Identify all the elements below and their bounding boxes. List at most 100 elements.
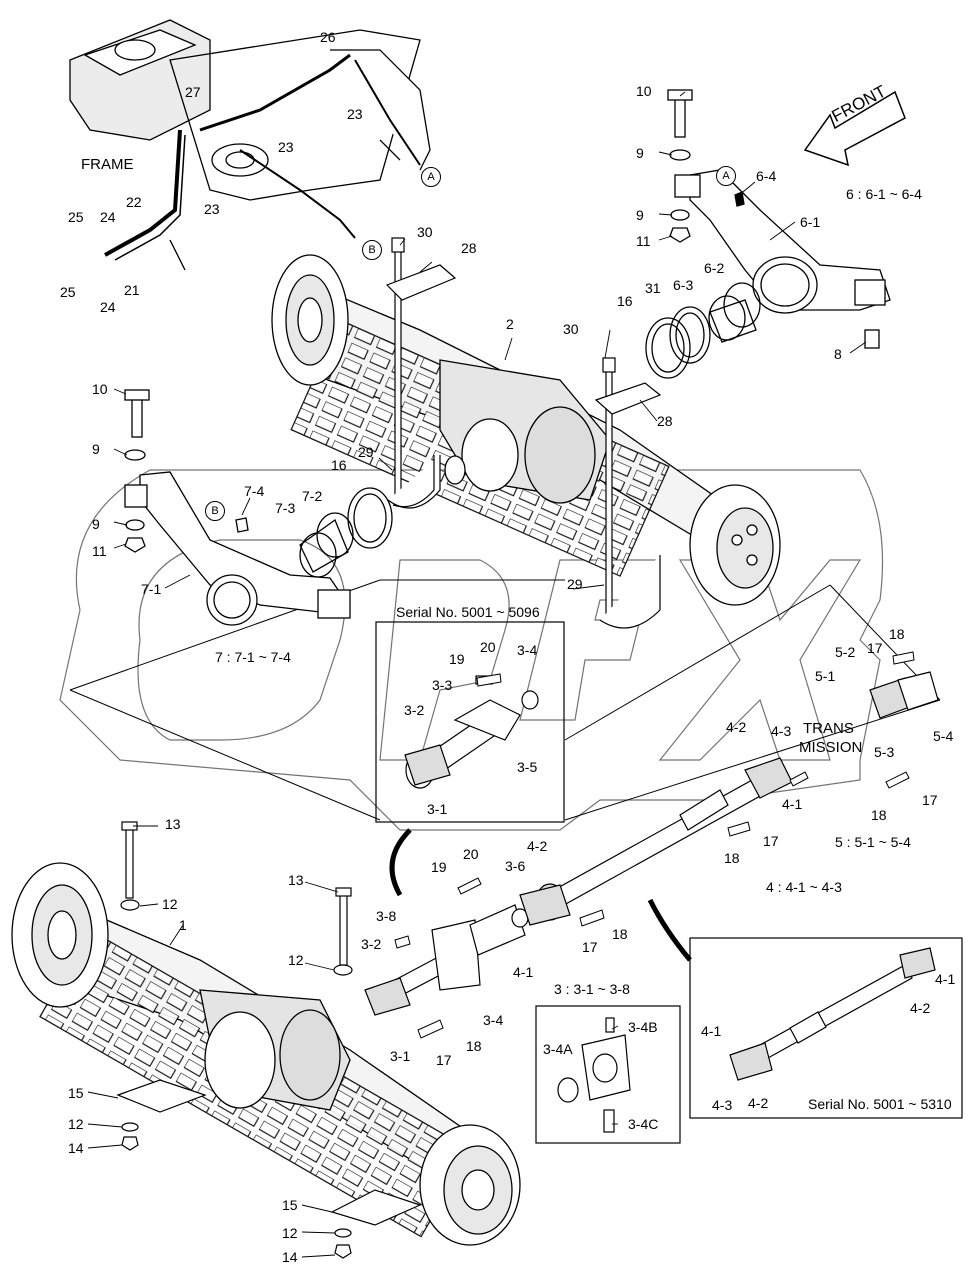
part-label: 5-2 <box>835 644 856 660</box>
bracket-7 <box>124 389 351 626</box>
bolts-lower <box>116 821 422 1259</box>
note-3: 3 : 3-1 ~ 3-8 <box>554 981 630 997</box>
part-label: 14 <box>282 1249 298 1265</box>
part-label: 11 <box>636 233 651 249</box>
part-label: 9 <box>636 145 644 161</box>
part-label: 4-3 <box>712 1097 733 1113</box>
trans-label-2: MISSION <box>799 739 863 756</box>
part-label: 27 <box>185 84 201 100</box>
part-label: 4-1 <box>701 1023 722 1039</box>
part-label: 9 <box>92 516 100 532</box>
part-label: 4-1 <box>513 964 534 980</box>
part-label: 3-8 <box>376 908 397 924</box>
part-label: 3-2 <box>361 936 382 952</box>
part-label: 6-3 <box>673 277 694 293</box>
part-label: 29 <box>567 576 583 592</box>
part-label: 3-6 <box>505 858 526 874</box>
part-label: 18 <box>612 926 628 942</box>
part-label: 3-1 <box>390 1048 411 1064</box>
part-label: 13 <box>288 872 304 888</box>
part-label: 4-2 <box>910 1000 931 1016</box>
part-label: 3-4A <box>543 1041 573 1057</box>
part-label: 4-1 <box>782 796 803 812</box>
frame-drawing <box>69 19 431 271</box>
part-label: 17 <box>582 939 598 955</box>
part-label: 19 <box>449 651 465 667</box>
part-label: 25 <box>68 209 84 225</box>
part-label: 20 <box>480 639 496 655</box>
part-label: 6-1 <box>800 214 821 230</box>
note-5: 5 : 5-1 ~ 5-4 <box>835 834 911 850</box>
ref-circle-b-frame: B <box>362 240 382 260</box>
ref-circle-b-bracket: B <box>205 501 225 521</box>
part-label: 15 <box>282 1197 298 1213</box>
part-label: 4-2 <box>748 1095 769 1111</box>
inset-shaft-4 <box>689 937 963 1119</box>
part-label: 12 <box>68 1116 84 1132</box>
u-bolts-upper <box>385 237 662 629</box>
part-label: 23 <box>347 106 363 122</box>
part-label: 23 <box>204 201 220 217</box>
part-label: 18 <box>871 807 887 823</box>
trans-label-1: TRANS <box>803 720 854 737</box>
label-leaders <box>87 91 867 1258</box>
part-label: 6-2 <box>704 260 725 276</box>
part-label: 9 <box>92 441 100 457</box>
part-label: 18 <box>724 850 740 866</box>
note-4: 4 : 4-1 ~ 4-3 <box>766 879 842 895</box>
part-label: 10 <box>636 83 652 99</box>
part-label: 20 <box>463 846 479 862</box>
part-label: 25 <box>60 284 76 300</box>
part-label: 4-2 <box>527 838 548 854</box>
part-label: 12 <box>162 896 178 912</box>
part-label: 3-4 <box>517 642 538 658</box>
part-label: 24 <box>100 299 116 315</box>
note-6: 6 : 6-1 ~ 6-4 <box>846 186 922 202</box>
part-label: 30 <box>563 321 579 337</box>
part-label: 7-3 <box>275 500 296 516</box>
part-label: 13 <box>165 816 181 832</box>
part-label: 15 <box>68 1085 84 1101</box>
part-label: 28 <box>657 413 673 429</box>
leader-lines <box>69 579 941 962</box>
part-label: 3-1 <box>427 801 448 817</box>
part-label: 5-1 <box>815 668 836 684</box>
part-label: 14 <box>68 1140 84 1156</box>
part-label: 17 <box>763 833 779 849</box>
part-label: 26 <box>320 29 336 45</box>
part-label: 6-4 <box>756 168 777 184</box>
part-label: 17 <box>922 792 938 808</box>
ref-circle-a-frame: A <box>421 167 441 187</box>
part-label: 28 <box>461 240 477 256</box>
axle-1 <box>11 862 521 1246</box>
part-label: 7-4 <box>244 483 265 499</box>
part-label: 5-4 <box>933 728 954 744</box>
part-label: 29 <box>358 444 374 460</box>
serial-5096: Serial No. 5001 ~ 5096 <box>396 604 540 620</box>
part-label: 4-3 <box>771 723 792 739</box>
part-label: 23 <box>278 139 294 155</box>
part-label: 31 <box>645 280 661 296</box>
part-label: 4-2 <box>726 719 747 735</box>
part-label: 3-4 <box>483 1012 504 1028</box>
part-label: 8 <box>834 346 842 362</box>
shaft-3-lower <box>364 884 571 1016</box>
part-label: 16 <box>331 457 347 473</box>
part-label: 24 <box>100 209 116 225</box>
bracket-6 <box>667 89 891 349</box>
rings-upper <box>645 282 761 379</box>
note-7: 7 : 7-1 ~ 7-4 <box>215 649 291 665</box>
part-label: 12 <box>288 952 304 968</box>
part-label: 7-2 <box>302 488 323 504</box>
part-label: 3-5 <box>517 759 538 775</box>
serial-5310: Serial No. 5001 ~ 5310 <box>808 1096 952 1112</box>
part-label: 4-1 <box>935 971 956 987</box>
part-label: 3-2 <box>404 702 425 718</box>
part-label: 3-3 <box>432 677 453 693</box>
part-label: 11 <box>92 543 107 559</box>
part-label: 18 <box>889 626 905 642</box>
part-label: 5-3 <box>874 744 895 760</box>
part-label: 19 <box>431 859 447 875</box>
part-label: 1 <box>179 917 187 933</box>
